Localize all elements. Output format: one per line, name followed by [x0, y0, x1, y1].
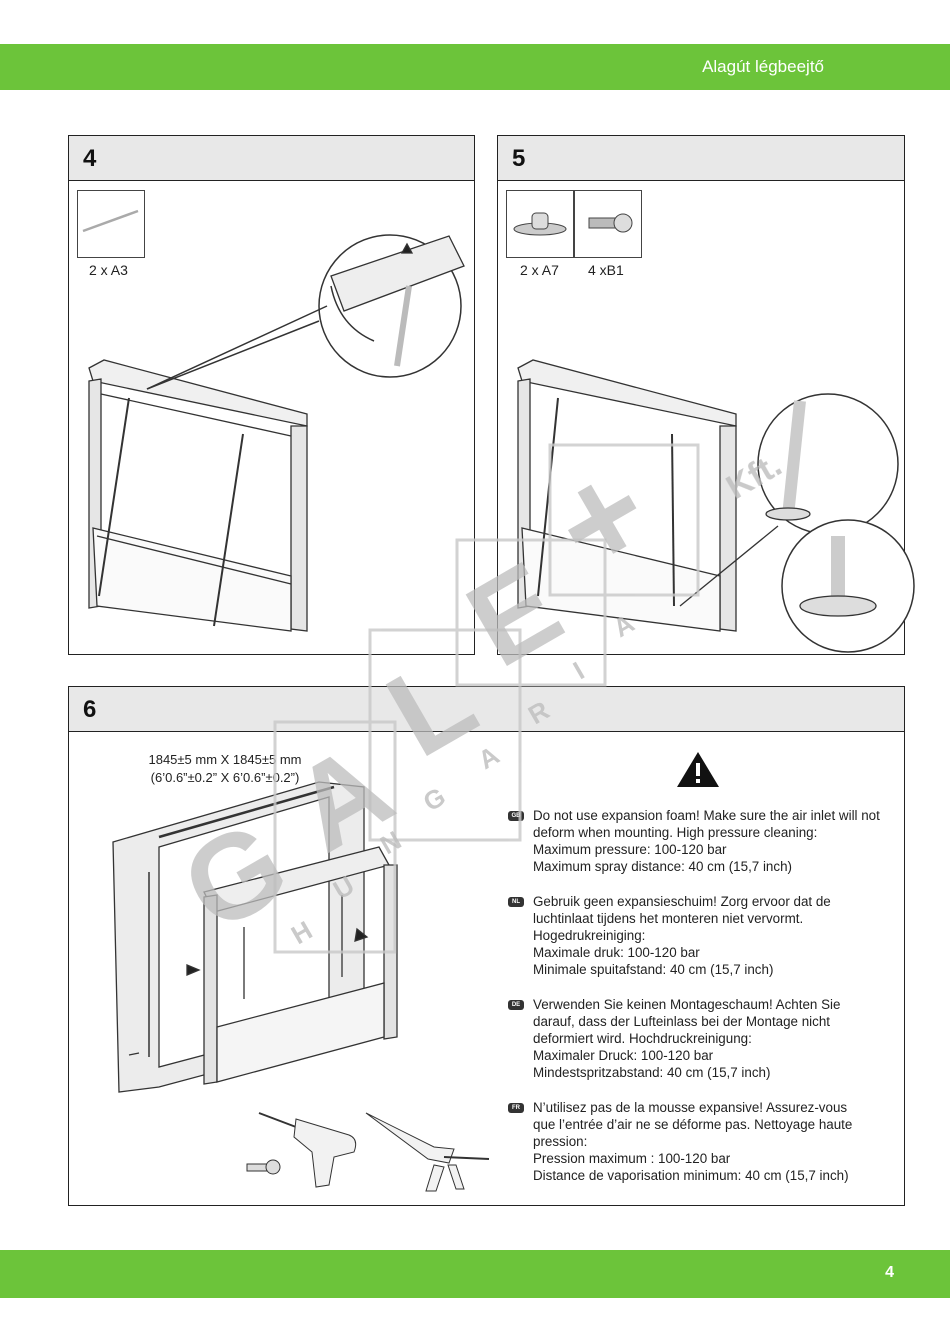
badge-fr: FR: [508, 1103, 524, 1113]
step-4-header: 4: [69, 136, 474, 181]
warning-icon: [677, 752, 719, 787]
bracket-part-icon: [513, 212, 567, 236]
warning-de: DE Verwenden Sie keinen Montageschaum! A…: [508, 996, 908, 1081]
warning-gb: GB Do not use expansion foam! Make sure …: [508, 807, 908, 875]
page-number: 4: [885, 1264, 894, 1281]
frame-illustration: [88, 234, 465, 632]
footer-bar: 4: [0, 1250, 950, 1298]
part-a3-box: [77, 190, 145, 258]
dimension-mm: 1845±5 mm X 1845±5 mm: [148, 752, 302, 767]
warning-nl: NL Gebruik geen expansieschuim! Zorg erv…: [508, 893, 908, 978]
warning-fr: FR N’utilisez pas de la mousse expansive…: [508, 1099, 908, 1184]
header-bar: Alagút légbeejtő: [0, 44, 950, 90]
badge-de: DE: [508, 1000, 524, 1010]
badge-nl: NL: [508, 897, 524, 907]
badge-gb: GB: [508, 811, 524, 821]
rod-part-icon: [82, 209, 139, 233]
warning-text-gb: Do not use expansion foam! Make sure the…: [533, 808, 880, 874]
step-4-panel: 4 2 x A3: [68, 135, 475, 655]
bracket-illustration: [517, 359, 915, 653]
drill-icon: [258, 1112, 357, 1188]
step-5-panel: 5 2 x A7 4 xB1: [497, 135, 915, 655]
document-title: Alagút légbeejtő: [702, 57, 824, 76]
part-a7-box: [506, 190, 574, 258]
step-4-number: 4: [83, 145, 97, 172]
step-6-number: 6: [83, 696, 97, 723]
screw-icon: [246, 1159, 281, 1175]
warning-text-fr: N’utilisez pas de la mousse expansive! A…: [533, 1100, 853, 1183]
warning-text-nl: Gebruik geen expansieschuim! Zorg ervoor…: [533, 894, 831, 977]
step-5-number: 5: [512, 145, 526, 172]
warning-text-de: Verwenden Sie keinen Montageschaum! Acht…: [533, 997, 841, 1080]
part-b1-label: 4 xB1: [588, 262, 624, 278]
step-5-header: 5: [498, 136, 904, 181]
part-b1-box: [574, 190, 642, 258]
opening-dimensions: 1845±5 mm X 1845±5 mm (6’0.6”±0.2” X 6’0…: [125, 751, 325, 787]
part-a3-label: 2 x A3: [89, 262, 128, 278]
caulking-gun-icon: [365, 1112, 490, 1192]
part-a7-label: 2 x A7: [520, 262, 559, 278]
watermark-small-7: I: [568, 656, 589, 686]
screw-icon: [588, 213, 633, 233]
dimension-inch: (6’0.6”±0.2” X 6’0.6”±0.2”): [150, 770, 300, 785]
